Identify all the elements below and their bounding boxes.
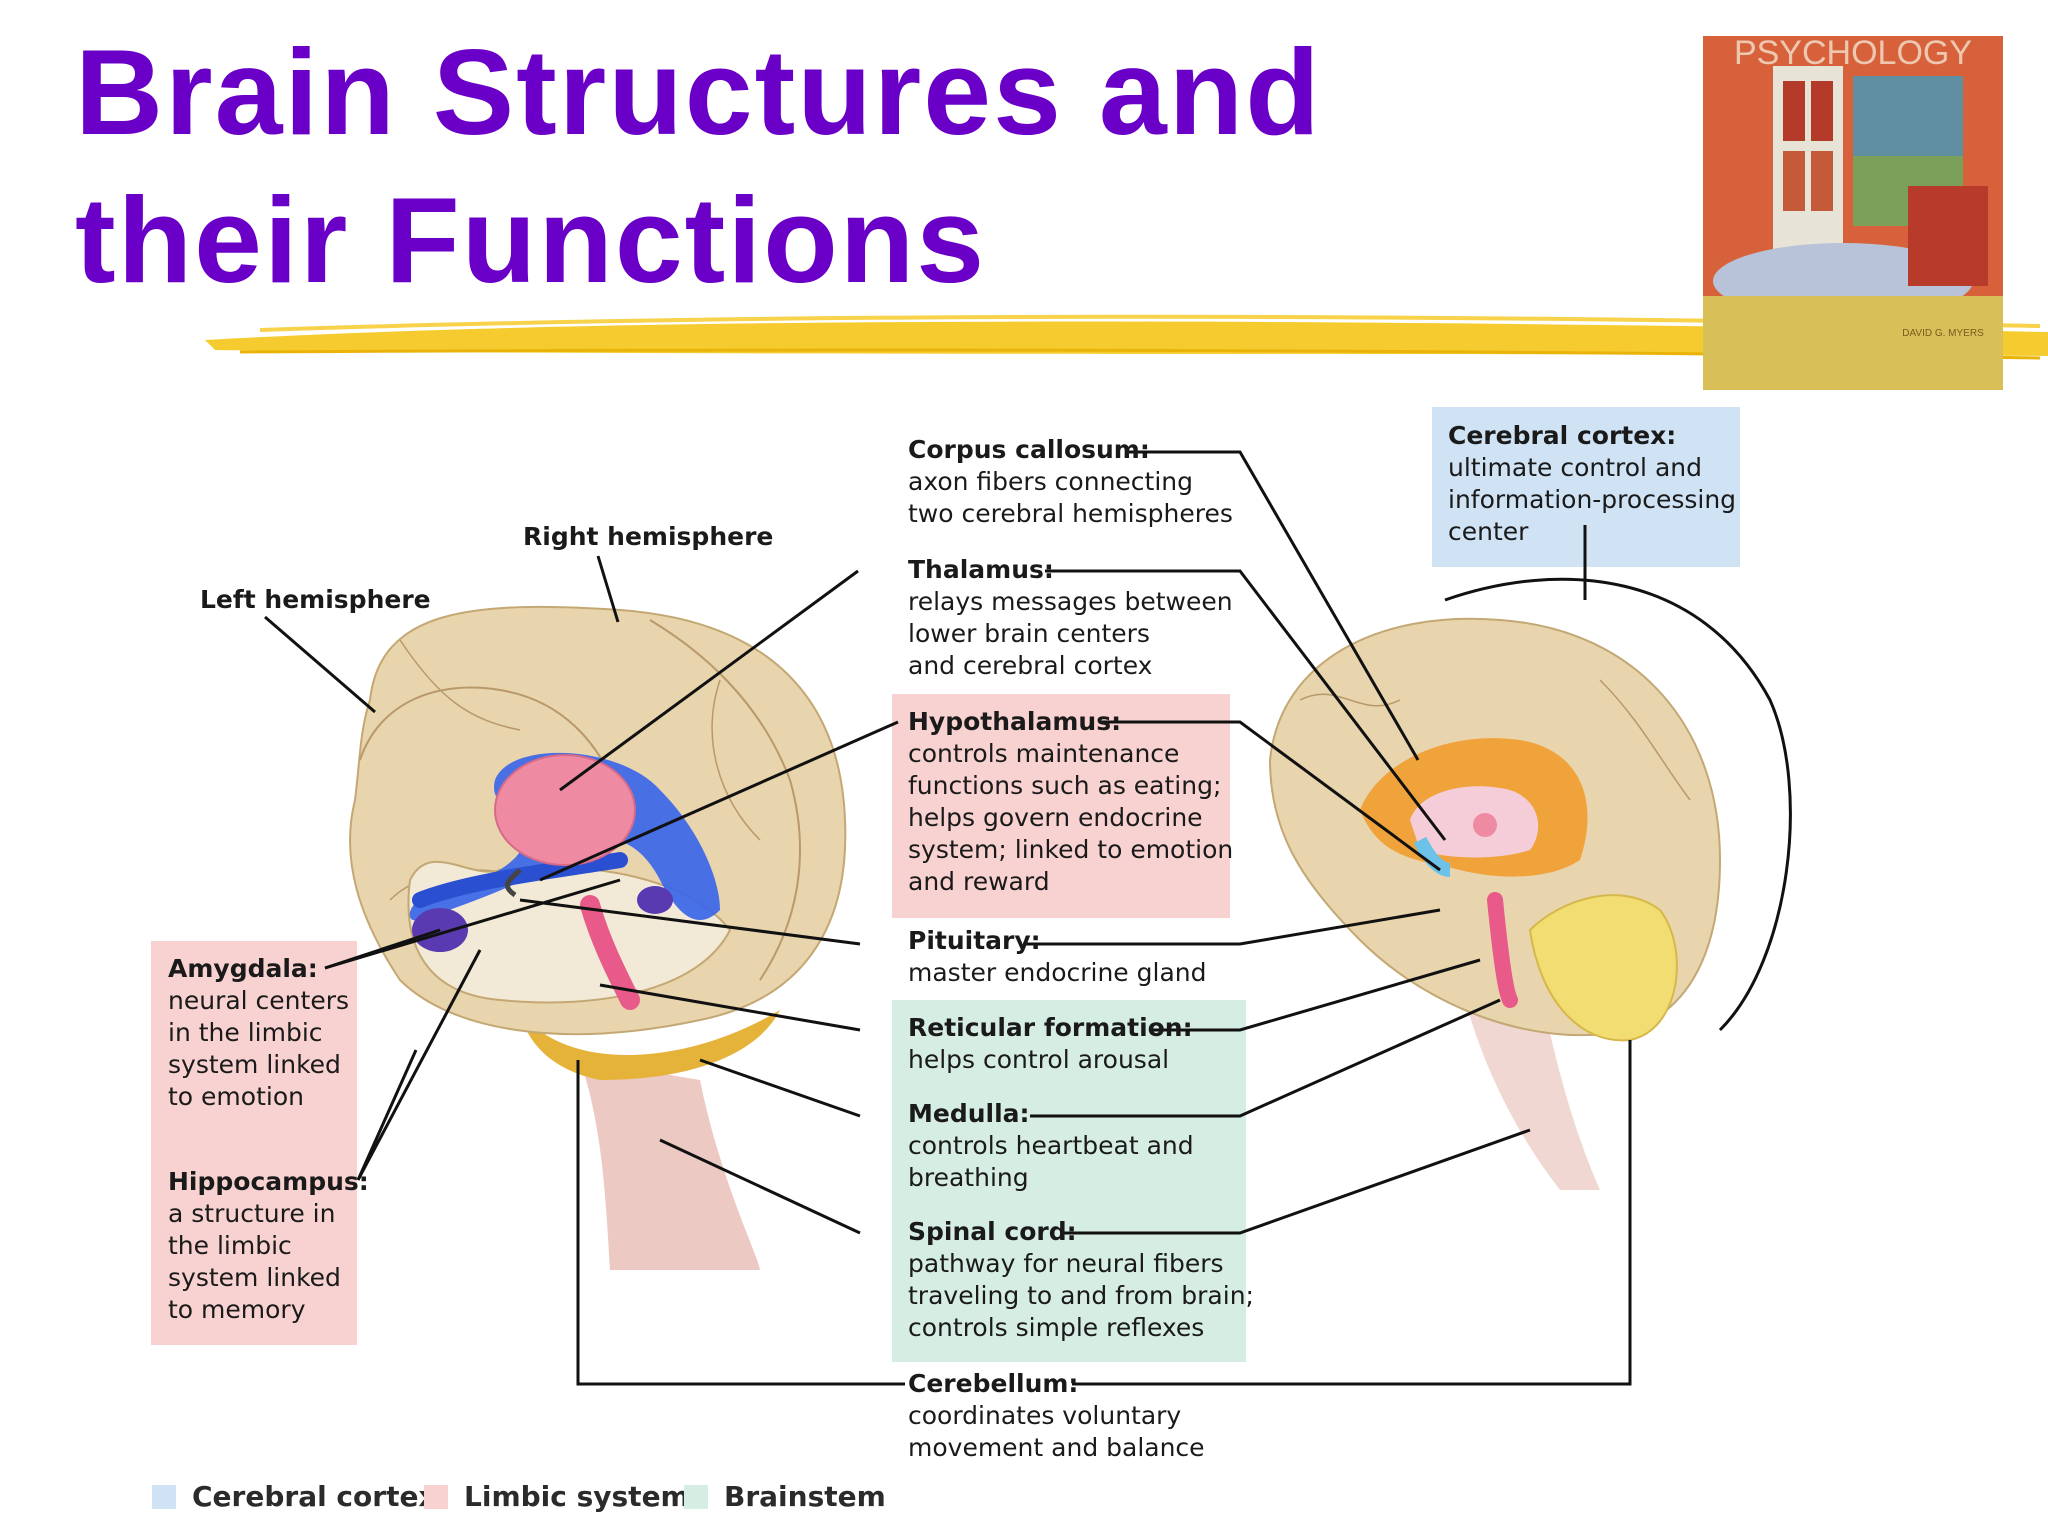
hypothalamus-box (892, 694, 1230, 918)
reticular-formation-desc: helps control arousal (908, 1045, 1170, 1074)
cerebral-cortex-desc: ultimate control and information-process… (1448, 453, 1737, 546)
right-brain-illustration (1268, 577, 1792, 1190)
spinal-cord-label: Spinal cord: pathway for neural fibers t… (908, 1216, 1254, 1344)
left-hemisphere-label: Left hemisphere (200, 585, 431, 614)
cerebellum-label: Cerebellum: coordinates voluntary moveme… (908, 1368, 1205, 1464)
pituitary-name: Pituitary: (908, 926, 1041, 955)
medulla-desc: controls heartbeat and breathing (908, 1131, 1194, 1192)
amygdala-hippocampus-box (151, 941, 357, 1345)
title-line-2: their Functions (75, 172, 987, 308)
legend-brainstem: Brainstem (684, 1480, 886, 1513)
medulla-name: Medulla: (908, 1099, 1030, 1128)
legend-brainstem-label: Brainstem (724, 1480, 886, 1513)
legend-limbic-label: Limbic system (464, 1480, 690, 1513)
reticular-formation-label: Reticular formation: helps control arous… (908, 1012, 1193, 1076)
medulla-label: Medulla: controls heartbeat and breathin… (908, 1098, 1194, 1194)
legend-cortex-label: Cerebral cortex (192, 1480, 437, 1513)
cerebellum-name: Cerebellum: (908, 1369, 1079, 1398)
thalamus-label: Thalamus: relays messages between lower … (908, 554, 1233, 682)
hypothalamus-label: Hypothalamus: controls maintenance funct… (908, 706, 1233, 898)
book-cover-title: PSYCHOLOGY (1734, 36, 1972, 72)
thalamus-desc: relays messages between lower brain cent… (908, 587, 1233, 680)
book-cover-author: DAVID G. MYERS (1902, 328, 1984, 339)
legend-cortex: Cerebral cortex (152, 1480, 437, 1513)
amygdala-name: Amygdala: (168, 954, 318, 983)
hippocampus-name: Hippocampus: (168, 1167, 369, 1196)
cerebral-cortex-label: Cerebral cortex: ultimate control and in… (1448, 420, 1736, 548)
amygdala-desc: neural centers in the limbic system link… (168, 986, 350, 1111)
hippocampus-label: Hippocampus: a structure in the limbic s… (168, 1166, 369, 1326)
brainstem-box (892, 1000, 1246, 1362)
thalamus-name: Thalamus: (908, 555, 1054, 584)
hippocampus-desc: a structure in the limbic system linked … (168, 1199, 341, 1324)
hypothalamus-name: Hypothalamus: (908, 707, 1122, 736)
hypothalamus-desc: controls maintenance functions such as e… (908, 739, 1234, 896)
amygdala-label: Amygdala: neural centers in the limbic s… (168, 953, 349, 1113)
cerebral-cortex-name: Cerebral cortex: (1448, 421, 1677, 450)
leader-lines (264, 450, 1632, 1386)
legend-cortex-swatch (152, 1484, 176, 1509)
spinal-cord-name: Spinal cord: (908, 1217, 1077, 1246)
corpus-callosum-label: Corpus callosum: axon fibers connecting … (908, 434, 1233, 530)
pituitary-desc: master endocrine gland (908, 958, 1207, 987)
book-cover-image: PSYCHOLOGY DAVID G. MYERS (1703, 36, 2003, 390)
corpus-callosum-name: Corpus callosum: (908, 435, 1150, 464)
cerebellum-desc: coordinates voluntary movement and balan… (908, 1401, 1205, 1462)
pituitary-label: Pituitary: master endocrine gland (908, 925, 1207, 989)
slide-title: Brain Structures and their Functions (75, 18, 1322, 314)
legend-limbic: Limbic system (424, 1480, 690, 1513)
right-hemisphere-label: Right hemisphere (523, 522, 774, 551)
spinal-cord-desc: pathway for neural fibers traveling to a… (908, 1249, 1254, 1342)
reticular-formation-name: Reticular formation: (908, 1013, 1193, 1042)
corpus-callosum-desc: axon fibers connecting two cerebral hemi… (908, 467, 1233, 528)
legend-limbic-swatch (424, 1484, 448, 1509)
legend-brainstem-swatch (684, 1484, 708, 1509)
title-line-1: Brain Structures and (75, 24, 1322, 160)
